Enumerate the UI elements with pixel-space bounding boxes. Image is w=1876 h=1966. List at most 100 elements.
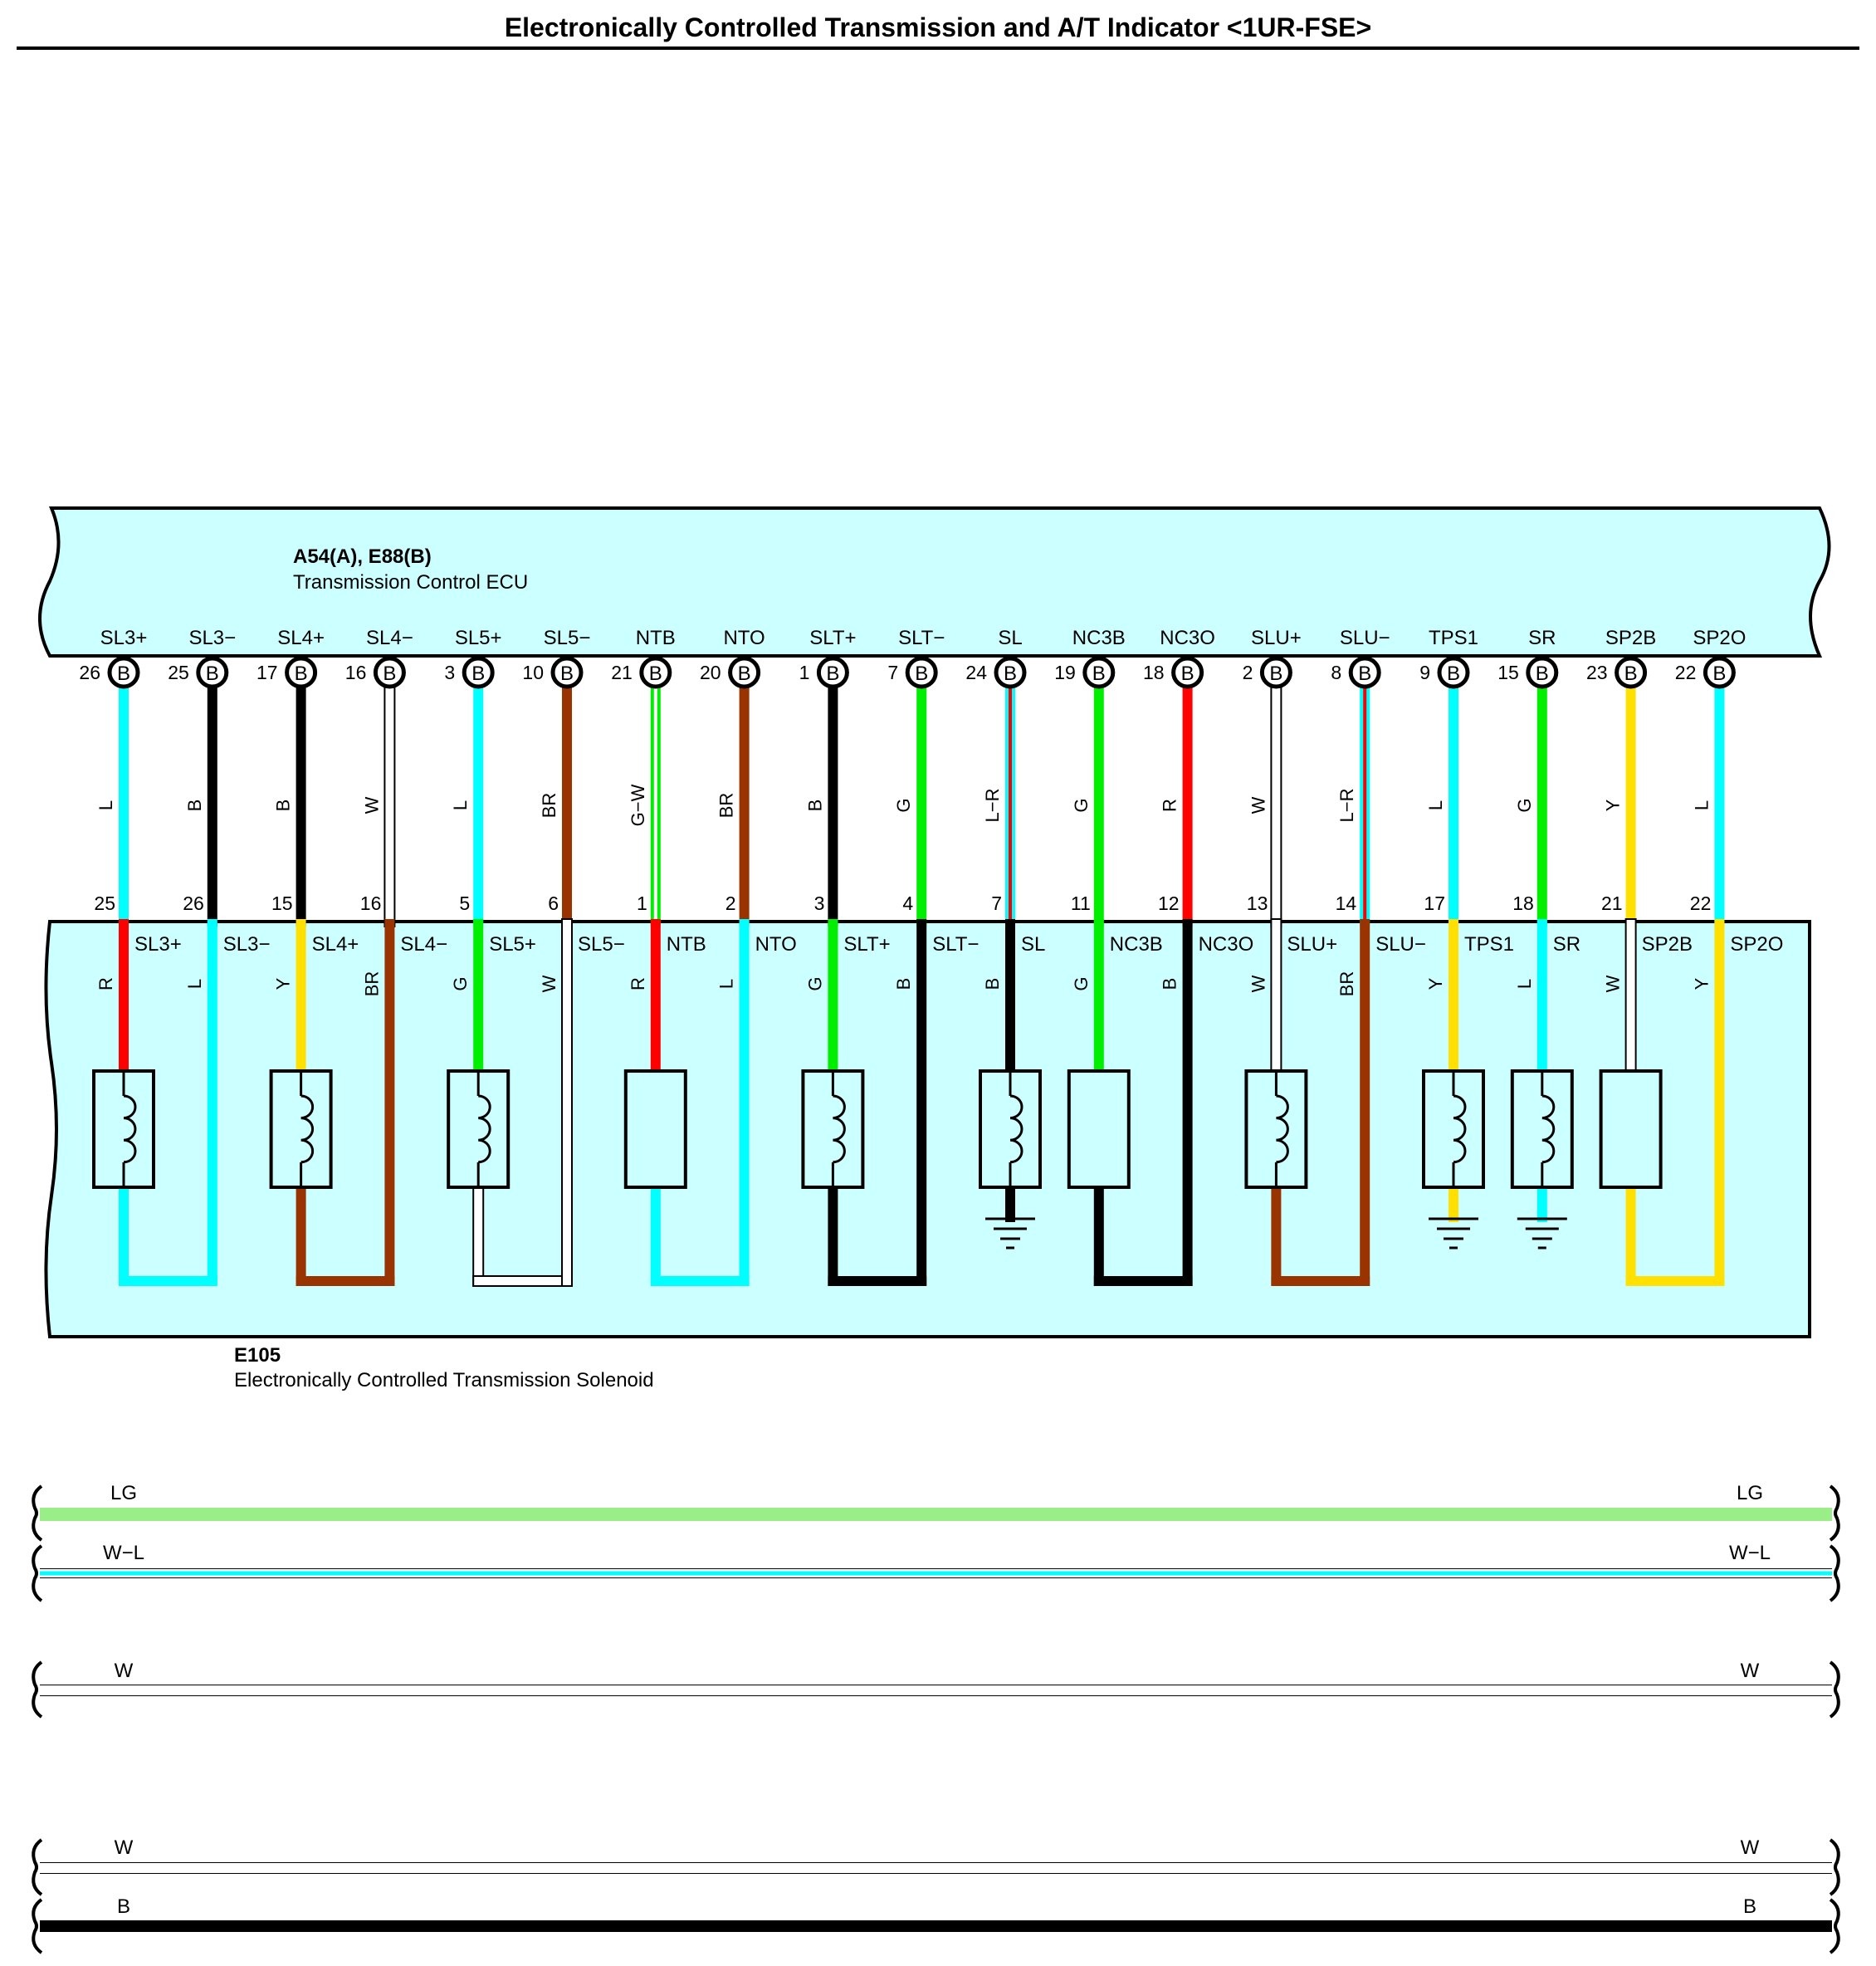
inner-wire-color-code: R <box>628 977 648 990</box>
inner-wire-color-code: G <box>450 976 471 990</box>
wire-color-code: G <box>1514 798 1535 812</box>
coil-winding-icon <box>1453 1094 1467 1164</box>
solenoid-pin-number: 13 <box>1247 893 1268 914</box>
component-box <box>623 1069 687 1189</box>
solenoid-pin-label: SL5− <box>578 933 625 956</box>
inner-wire-color-code: B <box>982 978 1003 990</box>
harness-label-right: W <box>1741 1836 1760 1859</box>
connector-letter: B <box>117 663 130 685</box>
solenoid-pin-number: 22 <box>1690 893 1712 914</box>
wire-color-code: L <box>1691 800 1712 810</box>
break-mark-icon <box>32 1838 43 1896</box>
ecu-pin-label: SLU− <box>1340 627 1390 649</box>
ecu-pin-number: 9 <box>1419 662 1430 683</box>
ecu-pin-number: 21 <box>611 662 633 683</box>
ecu-pin-label: SP2O <box>1693 627 1746 649</box>
solenoid-pin-number: 12 <box>1158 893 1180 914</box>
solenoid-pin-number: 16 <box>360 893 382 914</box>
break-mark-icon <box>32 1544 43 1602</box>
harness-label-left: LG <box>110 1482 137 1504</box>
ecu-pin-number: 26 <box>79 662 100 683</box>
sensor <box>1067 919 1193 1286</box>
harness-label-left: B <box>117 1895 130 1918</box>
connector-pin-circle <box>1437 656 1470 689</box>
solenoid-pin-label: SLT+ <box>843 933 890 956</box>
ecu-pin-label: SL3+ <box>100 627 148 649</box>
connector-letter: B <box>1712 663 1726 685</box>
connector-pin-circle <box>639 656 672 689</box>
sensor <box>1599 918 1725 1286</box>
ecu-pin-number: 19 <box>1054 662 1076 683</box>
solenoid-pin-number: 18 <box>1512 893 1534 914</box>
solenoid-pin-label: SLU+ <box>1287 933 1337 956</box>
solenoid-coil <box>1244 918 1370 1286</box>
solenoid-pin-label: SP2B <box>1642 933 1693 956</box>
connector-letter: B <box>560 663 574 685</box>
ecu-pin-label: SL4+ <box>277 627 325 649</box>
solenoid-pin-label: NC3O <box>1199 933 1254 956</box>
solenoid-pin-number: 3 <box>814 893 825 914</box>
inner-wire-color-code: BR <box>361 971 382 997</box>
ecu-pin-number: 15 <box>1497 662 1519 683</box>
solenoid-connector-id: E105 <box>234 1344 281 1367</box>
ecu-pin-label: NC3B <box>1072 627 1126 649</box>
solenoid-pin-number: 26 <box>183 893 204 914</box>
solenoid-coil <box>979 919 1042 1250</box>
solenoid-pin-label: SLU− <box>1375 933 1426 956</box>
inner-wire-color-code: L <box>1514 979 1535 989</box>
wire-color-code: B <box>184 800 205 812</box>
inner-wire-color-code: L <box>184 979 205 989</box>
connector-pin-circle <box>196 656 229 689</box>
solenoid-pin-number: 14 <box>1336 893 1357 914</box>
ecu-pin-label: SLT− <box>898 627 945 649</box>
solenoid-pin-label: NTO <box>755 933 797 956</box>
connector-letter: B <box>1536 663 1549 685</box>
break-mark-icon <box>1829 1660 1840 1719</box>
solenoid-name: Electronically Controlled Transmission S… <box>234 1369 654 1391</box>
sensor <box>623 919 750 1286</box>
connector-letter: B <box>738 663 751 685</box>
ecu-pin-number: 1 <box>799 662 810 683</box>
solenoid-pin-number: 4 <box>902 893 913 914</box>
solenoid-pin-label: SL3− <box>223 933 271 956</box>
connector-letter: B <box>1181 663 1194 685</box>
ecu-pin-number: 3 <box>444 662 455 683</box>
connector-pin-circle <box>1703 656 1736 689</box>
harness-label-right: B <box>1743 1895 1756 1918</box>
ecu-pin-label: NC3O <box>1160 627 1215 649</box>
wire-color-code: G−W <box>628 784 648 826</box>
ecu-pin-number: 8 <box>1331 662 1341 683</box>
connector-letter: B <box>1624 663 1638 685</box>
connector-letter: B <box>471 663 485 685</box>
ecu-pin-number: 16 <box>345 662 367 683</box>
wire-color-code: BR <box>539 793 559 819</box>
coil-winding-icon <box>1009 1094 1023 1164</box>
break-mark-icon <box>32 1484 43 1542</box>
connector-pin-circle <box>905 656 938 689</box>
solenoid-pin-label: NC3B <box>1110 933 1163 956</box>
wires-layer: SL3+B26L25SL3+RSL3−B25B26SL3−LSL4+B17B15… <box>79 627 1783 996</box>
connector-pin-circle <box>728 656 761 689</box>
solenoid-coil <box>1510 919 1574 1250</box>
solenoid-pin-label: SP2O <box>1730 933 1783 956</box>
harness-label-left: W <box>115 1836 134 1859</box>
solenoid-pin-number: 15 <box>271 893 293 914</box>
connector-letter: B <box>383 663 396 685</box>
ecu-pin-number: 22 <box>1675 662 1697 683</box>
solenoid-coil <box>269 919 395 1286</box>
wire-color-code: L−R <box>1336 789 1357 823</box>
coil-winding-icon <box>1541 1094 1556 1164</box>
solenoid-pin-number: 1 <box>637 893 647 914</box>
inner-wire-color-code: Y <box>273 977 294 990</box>
